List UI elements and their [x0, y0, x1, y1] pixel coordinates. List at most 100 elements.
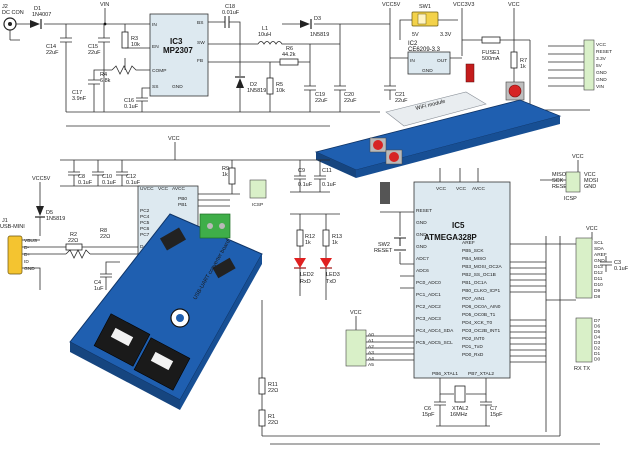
analog-pin-label: A4 [368, 356, 374, 362]
svg-text:1k: 1k [332, 240, 338, 246]
digital-low-pin-label: D0 [594, 357, 600, 363]
switch-sw1: SW1 5V 3.3V [399, 4, 458, 40]
cap-c6: C6 15pF [422, 394, 446, 426]
svg-text:22Ω: 22Ω [68, 238, 78, 244]
svg-text:IN: IN [410, 58, 415, 64]
digital-low-pin-label: D6 [594, 324, 600, 330]
svg-text:1N5819: 1N5819 [310, 32, 329, 38]
led2-rxd: LED2 RxD [294, 258, 314, 285]
svg-text:0.1uF: 0.1uF [78, 180, 93, 186]
power-header-pin-label: 5V [596, 63, 603, 69]
vcc3v3-label: VCC3V3 [453, 2, 474, 8]
digital-header-pin-label: D13 [594, 264, 603, 270]
ic5-right-pin-label: PB3_MOSI_OC2A [462, 264, 503, 270]
digital-header-pin-label: GND [594, 258, 605, 264]
svg-text:EN: EN [152, 44, 159, 50]
svg-text:22Ω: 22Ω [268, 388, 278, 394]
svg-text:R8: R8 [100, 228, 107, 234]
svg-text:XTAL2: XTAL2 [452, 406, 468, 412]
svg-text:C19: C19 [315, 92, 325, 98]
svg-text:PC6: PC6 [140, 226, 150, 232]
svg-text:BS: BS [197, 20, 203, 26]
svg-text:R3: R3 [131, 36, 138, 42]
ic5-right-pin-label: PD2_INT0 [462, 336, 485, 342]
svg-text:C14: C14 [46, 44, 56, 50]
svg-text:500mA: 500mA [482, 56, 500, 62]
svg-text:PC7: PC7 [140, 232, 150, 238]
j2-label: J2 [2, 4, 8, 10]
svg-text:15pF: 15pF [422, 412, 435, 418]
svg-text:C16: C16 [124, 98, 134, 104]
svg-text:0.1uF: 0.1uF [298, 182, 313, 188]
vcc-right2-label: VCC [586, 226, 598, 232]
svg-text:C7: C7 [490, 406, 497, 412]
vcc-mid-label: VCC [168, 136, 180, 142]
svg-text:MP2307: MP2307 [163, 46, 193, 55]
digital-header-pin-label: D10 [594, 282, 603, 288]
ic5-right-pin-label: PB5_SCK [462, 248, 484, 254]
reset-button-top [505, 81, 525, 101]
analog-pin-label: A3 [368, 350, 374, 356]
svg-text:R5: R5 [276, 82, 283, 88]
usb-pin-label: VBUS [24, 238, 37, 244]
svg-text:1N5819: 1N5819 [247, 88, 266, 94]
vcc5v-left-label: VCC5V [32, 176, 51, 182]
ic5-left-pin-label: PC2_ADC2 [416, 304, 441, 310]
resistor-r11: R11 22Ω [258, 300, 278, 402]
svg-text:AVCC: AVCC [172, 186, 186, 192]
cap-c11: C11 0.1uF [314, 160, 337, 192]
svg-text:LED2: LED2 [300, 272, 314, 278]
atmega-section: IC5 ATMEGA328P VCC VCC AVCC RESETGNDGNDG… [374, 168, 561, 436]
led3-txd: LED3 TxD [320, 258, 340, 285]
ic5-left-pin-label: ADC7 [416, 256, 429, 262]
ic5-left-pin-label: GND [416, 232, 427, 238]
ic5-right-pin-label: AREF [462, 240, 475, 246]
svg-text:PB7_XTAL2: PB7_XTAL2 [468, 371, 494, 377]
svg-text:LED3: LED3 [326, 272, 340, 278]
digital-low-pin-label: D4 [594, 335, 600, 341]
svg-text:0.1uF: 0.1uF [124, 104, 139, 110]
regulator-section: VCC5V SW1 5V 3.3V VCC3V3 IC2 CE6209-3.3 … [382, 2, 612, 111]
cap-c9: C9 0.1uF [294, 160, 313, 192]
svg-text:SW2: SW2 [378, 242, 390, 248]
analog-pin-label: A2 [368, 344, 374, 350]
resistor-r5: R5 10k [266, 62, 285, 112]
usb-pin-label: GND [24, 266, 35, 272]
svg-text:FUSE1: FUSE1 [482, 50, 500, 56]
svg-text:SW1: SW1 [419, 4, 431, 10]
svg-text:10k: 10k [276, 88, 285, 94]
svg-text:1N4007: 1N4007 [32, 12, 51, 18]
ic5-right-pin-label: PD1_TxD [462, 344, 483, 350]
vcc-top-label: VCC [508, 2, 520, 8]
j2-sub-label: DC CON [2, 10, 24, 16]
svg-text:3.3V: 3.3V [440, 32, 452, 38]
svg-text:PB0: PB0 [178, 196, 187, 202]
vin-label: VIN [100, 2, 109, 8]
icsp-header-small: ICSP [249, 179, 267, 208]
svg-text:MISO: MISO [552, 172, 567, 178]
cap-c10: C10 0.1uF [92, 160, 117, 186]
usb-converter-board: USB-UART converter board [69, 213, 263, 410]
svg-text:0.1uF: 0.1uF [614, 266, 629, 272]
svg-text:GND: GND [584, 184, 596, 190]
cap-c18: C18 0.01uF [208, 4, 241, 44]
svg-text:VCC: VCC [456, 186, 467, 192]
cap-c19: C19 22uF [304, 44, 328, 112]
svg-text:PC2: PC2 [140, 208, 150, 214]
svg-text:USB-MINI: USB-MINI [0, 224, 25, 230]
svg-text:SS: SS [152, 84, 158, 90]
svg-text:22uF: 22uF [88, 50, 101, 56]
ic5-right-pin-label: PB1_OC1A [462, 280, 488, 286]
svg-text:C8: C8 [78, 174, 85, 180]
svg-text:15pF: 15pF [490, 412, 503, 418]
cap-c8: C8 0.1uF [68, 160, 93, 186]
svg-text:C15: C15 [88, 44, 98, 50]
svg-text:D-: D- [140, 244, 145, 250]
svg-text:C21: C21 [395, 92, 405, 98]
svg-text:1k: 1k [222, 172, 228, 178]
ic5-right-pin-label: PB4_MISO [462, 256, 486, 262]
svg-text:0.1uF: 0.1uF [102, 180, 117, 186]
power-header-pin-label: VCC [596, 42, 607, 48]
